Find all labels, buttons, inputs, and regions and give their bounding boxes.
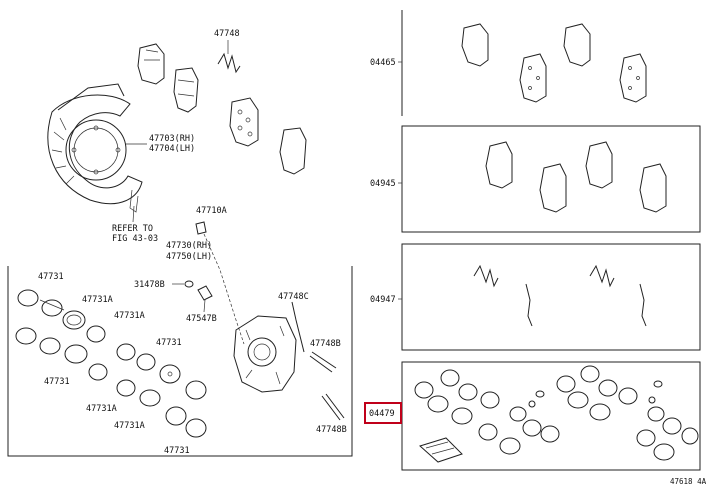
kit-seal-rings-left[interactable] — [414, 369, 560, 455]
seal-2-label: 47731A — [82, 295, 113, 305]
dust-shield[interactable] — [47, 83, 143, 213]
fitting-kit-frame — [401, 243, 701, 351]
seal-6-label: 47731A — [86, 404, 117, 414]
piston-4[interactable] — [116, 379, 207, 407]
seal-8-label: 47731 — [164, 446, 190, 456]
diagram-id: 47618 4A — [670, 477, 707, 486]
cylinder-boot[interactable] — [197, 285, 213, 301]
plug-part[interactable] — [184, 280, 194, 288]
seal-kit-frame — [401, 361, 701, 471]
seal-ring-2[interactable] — [86, 325, 106, 343]
plug-label: 31478B — [134, 280, 165, 290]
leader-line — [203, 299, 206, 313]
kit-spring-2[interactable] — [589, 264, 615, 288]
seal-1-label: 47731 — [38, 272, 64, 282]
seal-kit-label[interactable]: 04479 — [369, 409, 395, 419]
clip-b-label: 47748B — [310, 339, 341, 349]
kit-spring-1[interactable] — [473, 264, 499, 288]
anti-squeal-shim[interactable] — [229, 97, 259, 147]
fig-reference-label: FIG 43-03 — [112, 234, 158, 244]
shim-kit-label: 04945 — [370, 179, 396, 189]
pad-support-spring[interactable] — [217, 52, 241, 74]
clip-c-label: 47748C — [278, 292, 309, 302]
piston-5[interactable] — [165, 406, 207, 438]
seal-7-label: 47731A — [114, 421, 145, 431]
kit-pad-1[interactable] — [461, 23, 489, 67]
seal-ring-3[interactable] — [116, 343, 136, 361]
shim-kit-frame — [401, 125, 701, 233]
kit-pad-2[interactable] — [519, 53, 547, 103]
caliper-pin-lower[interactable] — [321, 393, 345, 421]
leader-line — [132, 205, 135, 223]
clip-c-part[interactable] — [291, 301, 305, 353]
piston-group-frame — [7, 266, 353, 457]
kit-seal-rings-right[interactable] — [556, 365, 699, 461]
bleeder-plug[interactable] — [195, 221, 207, 235]
seal-5-label: 47731 — [156, 338, 182, 348]
seal-3-label: 47731A — [114, 311, 145, 321]
seal-4-label: 47731 — [44, 377, 70, 387]
caliper-pin-upper[interactable] — [309, 351, 337, 373]
piston-1[interactable] — [17, 289, 65, 317]
piston-2[interactable] — [15, 327, 88, 364]
assembly-dashed-line — [203, 233, 245, 345]
kit-shim-1[interactable] — [485, 141, 513, 189]
caliper-rh-label: 47730(RH) — [166, 241, 212, 251]
seal-kit-highlight[interactable] — [364, 402, 402, 424]
spring-top-label: 47748 — [214, 29, 240, 39]
refer-to-label: REFER TO — [112, 224, 153, 234]
kit-pad-3[interactable] — [563, 23, 591, 67]
kit-shim-3[interactable] — [585, 141, 613, 189]
kit-shim-4[interactable] — [639, 163, 667, 213]
kit-grease-packet[interactable] — [419, 437, 463, 463]
kit-clip-2[interactable] — [639, 283, 647, 327]
shield-rh-label: 47703(RH) — [149, 134, 195, 144]
bleeder-label: 47710A — [196, 206, 227, 216]
shield-lh-label: 47704(LH) — [149, 144, 195, 154]
kit-pad-4[interactable] — [619, 53, 647, 103]
brake-caliper[interactable] — [233, 315, 297, 393]
caliper-lh-label: 47750(LH) — [166, 252, 212, 262]
brake-pad-shim-outer[interactable] — [279, 127, 307, 175]
pad-kit-label: 04465 — [370, 58, 396, 68]
pin-boot-label: 47547B — [186, 314, 217, 324]
kit-clip-1[interactable] — [525, 283, 533, 327]
seal-ring-1[interactable] — [62, 310, 86, 330]
clip-b2-label: 47748B — [316, 425, 347, 435]
seal-ring-4[interactable] — [88, 363, 108, 381]
kit-shim-2[interactable] — [539, 163, 567, 213]
brake-pad-outer[interactable] — [137, 43, 165, 85]
piston-3[interactable] — [136, 353, 181, 384]
fitting-kit-label: 04947 — [370, 295, 396, 305]
brake-pad-inner[interactable] — [173, 67, 199, 113]
